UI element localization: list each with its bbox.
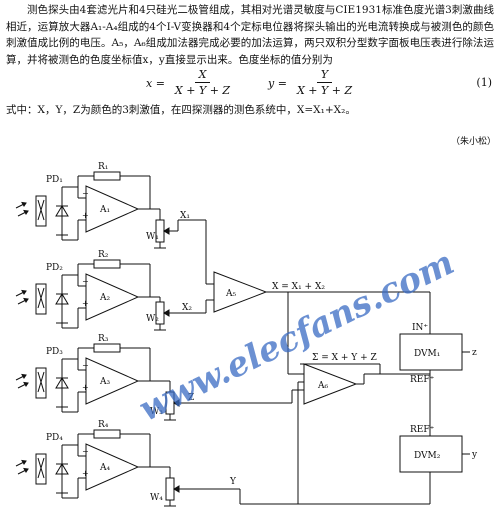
adder-a5: A₅ X = X₁ + X₂ xyxy=(206,271,431,375)
svg-text:+: + xyxy=(82,383,89,392)
opamp-3 xyxy=(85,357,140,405)
svg-text:−: − xyxy=(82,189,89,198)
channel-3: PD₃ − + A₃ R₃ W₃ Z xyxy=(15,334,304,421)
r-label-1: R₁ xyxy=(98,162,108,172)
equation-number: (1) xyxy=(476,76,492,89)
a5-label: A₅ xyxy=(225,289,236,299)
r-label-3: R₃ xyxy=(98,334,109,344)
formula-x-denominator: X + Y + Z xyxy=(174,84,231,97)
colorimeter-circuit-diagram: PD₁ − + A₁ R₁ W₁ X₁ xyxy=(15,162,478,507)
formula-y-lhs: y = xyxy=(268,76,287,90)
paragraph-where: 式中：X，Y，Z为颜色的3刺激值，在四探测器的测色系统中，X=X₁+X₂。 xyxy=(6,104,356,116)
pot-label-4: W₄ xyxy=(150,493,163,503)
svg-text:−: − xyxy=(82,447,89,456)
output-label-2: X₂ xyxy=(182,303,192,313)
dvm-2: DVM₂ REF⁺ y xyxy=(399,425,478,504)
amp-label-4: A₄ xyxy=(99,463,110,473)
amp-label-3: A₃ xyxy=(99,377,110,387)
light-arrows-icon-3 xyxy=(15,374,29,389)
pot-label-3: W₃ xyxy=(150,407,163,417)
dvm-2-output: y xyxy=(471,450,478,460)
svg-text:+: + xyxy=(82,211,89,220)
output-label-4: Y xyxy=(229,477,237,487)
opamp-1 xyxy=(85,185,140,233)
photodiode-icon-3 xyxy=(55,359,69,408)
opamp-a6 xyxy=(303,363,358,405)
opamp-a5 xyxy=(213,271,268,313)
x-sum-label: X = X₁ + X₂ xyxy=(272,282,325,292)
paragraph-description: 测色探头由4套滤光片和4只硅光二极管组成，其相对光谱灵敏度与CIE1931标准色… xyxy=(6,4,494,66)
filter-4 xyxy=(35,453,47,485)
dvm-2-ref-label: REF⁺ xyxy=(410,425,435,435)
filter-3 xyxy=(35,367,47,399)
dvm-2-label: DVM₂ xyxy=(414,451,441,461)
a6-label: A₆ xyxy=(317,381,328,391)
light-arrows-icon-4 xyxy=(15,460,29,475)
amp-label-1: A₁ xyxy=(99,205,110,215)
pd-label-2: PD₂ xyxy=(46,263,63,273)
resistor-3 xyxy=(93,343,121,353)
output-label-1: X₁ xyxy=(180,211,190,221)
resistor-4 xyxy=(93,429,121,439)
amp-label-2: A₂ xyxy=(99,293,110,303)
svg-text:+: + xyxy=(82,299,89,308)
filter-1 xyxy=(35,195,47,227)
channel-4: PD₄ − + A₄ R₄ W₄ Y xyxy=(15,382,430,507)
sigma-label: Σ = X + Y + Z xyxy=(312,353,377,363)
resistor-1 xyxy=(93,171,121,181)
pot-label-1: W₁ xyxy=(146,232,159,242)
output-label-3: Z xyxy=(188,393,194,403)
photodiode-icon-1 xyxy=(55,187,69,236)
formula-y: y = Y X + Y + Z xyxy=(268,68,356,98)
dvm-1-in-label: IN⁺ xyxy=(412,323,428,333)
light-arrows-icon-1 xyxy=(15,202,29,217)
channel-2: PD₂ − + A₂ R₂ W₂ X₂ xyxy=(15,250,207,331)
dvm-1-output: z xyxy=(472,348,477,358)
watermark: www.elecfans.com xyxy=(133,243,460,430)
dvm-1-ref-label: REF⁺ xyxy=(410,375,435,385)
pd-label-1: PD₁ xyxy=(46,175,63,185)
opamp-2 xyxy=(85,273,140,321)
svg-text:−: − xyxy=(82,277,89,286)
svg-text:−: − xyxy=(82,361,89,370)
dvm-1: DVM₁ IN⁺ REF⁺ z xyxy=(399,323,477,385)
adder-a6: A₆ Σ = X + Y + Z xyxy=(298,353,431,436)
photodiode-icon-4 xyxy=(55,445,69,494)
r-label-4: R₄ xyxy=(98,420,109,430)
formula-x: x = X X + Y + Z xyxy=(146,68,234,98)
pot-label-2: W₂ xyxy=(146,314,159,324)
formula-x-numerator: X xyxy=(194,68,211,83)
filter-2 xyxy=(35,283,47,315)
opamp-4 xyxy=(85,443,140,491)
pd-label-4: PD₄ xyxy=(46,433,63,443)
channel-1: PD₁ − + A₁ R₁ W₁ X₁ xyxy=(15,162,207,284)
light-arrows-icon-2 xyxy=(15,290,29,305)
formula-y-denominator: X + Y + Z xyxy=(296,84,353,97)
potentiometer-4 xyxy=(165,477,175,501)
photodiode-icon-2 xyxy=(55,275,69,324)
author-attribution: （朱小松） xyxy=(450,137,496,147)
resistor-2 xyxy=(93,259,121,269)
formula-x-lhs: x = xyxy=(146,76,165,90)
svg-text:+: + xyxy=(82,469,89,478)
pd-label-3: PD₃ xyxy=(46,347,63,357)
article-text: 测色探头由4套滤光片和4只硅光二极管组成，其相对光谱灵敏度与CIE1931标准色… xyxy=(6,2,494,119)
formula-y-numerator: Y xyxy=(316,68,333,83)
r-label-2: R₂ xyxy=(98,250,109,260)
chromaticity-formula: x = X X + Y + Z y = Y X + Y + Z (1) xyxy=(6,68,494,102)
dvm-1-label: DVM₁ xyxy=(414,349,440,359)
